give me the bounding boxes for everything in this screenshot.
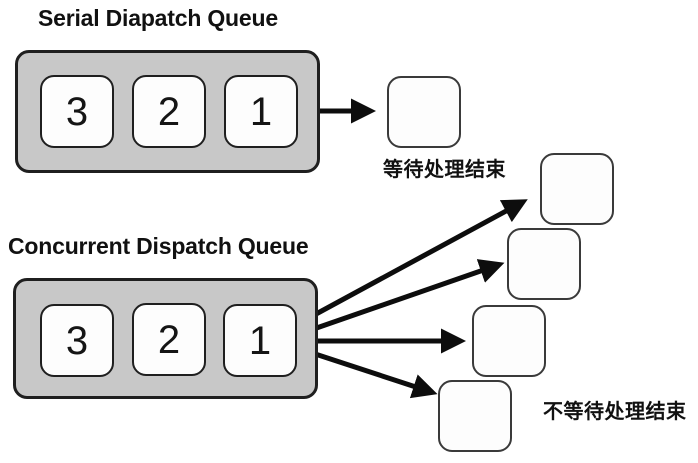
serial-task-3: 3	[40, 75, 114, 148]
concurrent-dispatch-arrow-2	[304, 259, 505, 335]
concurrent-queue-container: 3 2 1	[13, 278, 318, 399]
serial-task-2: 2	[132, 75, 206, 148]
concurrent-result-box-4	[438, 380, 512, 452]
concurrent-dispatch-arrow-4	[302, 347, 438, 399]
concurrent-result-box-3	[472, 305, 546, 377]
concurrent-result-box-1	[540, 153, 614, 225]
concurrent-result-label: 不等待处理结束	[543, 401, 687, 423]
serial-queue-title: Serial Diapatch Queue	[38, 5, 278, 31]
serial-task-3-label: 3	[65, 89, 89, 134]
concurrent-queue-title: Concurrent Dispatch Queue	[8, 233, 309, 259]
concurrent-dispatch-arrow-1	[303, 199, 528, 323]
concurrent-task-3: 3	[40, 304, 114, 377]
concurrent-task-1: 1	[223, 304, 297, 377]
serial-queue-container: 3 2 1	[15, 50, 320, 173]
concurrent-result-box-2	[507, 228, 581, 300]
serial-task-2-label: 2	[157, 89, 181, 134]
serial-result-box	[387, 76, 461, 148]
concurrent-task-3-label: 3	[65, 318, 89, 363]
serial-task-1: 1	[224, 75, 298, 148]
concurrent-task-2-label: 2	[157, 317, 181, 362]
serial-result-label: 等待处理结束	[383, 159, 506, 181]
serial-task-1-label: 1	[249, 89, 273, 134]
concurrent-task-2: 2	[132, 303, 206, 376]
concurrent-task-1-label: 1	[248, 318, 272, 363]
